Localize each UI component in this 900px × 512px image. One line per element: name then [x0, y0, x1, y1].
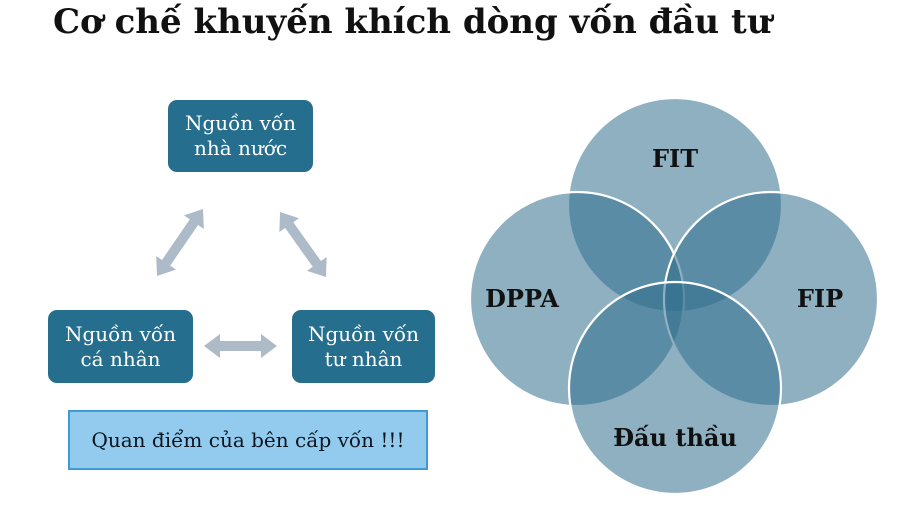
venn-label-fip: FIP: [797, 284, 843, 313]
box-state-capital-line1: Nguồn vốn: [184, 111, 297, 135]
venn-label-fit: FIT: [652, 144, 698, 173]
double-arrow-icon: [204, 334, 277, 358]
venn-circle-dau-thau: [567, 280, 783, 496]
box-private-capital: Nguồn vốn tư nhân: [292, 310, 435, 383]
double-arrow-icon: [279, 212, 327, 277]
box-private-capital-line1: Nguồn vốn: [307, 321, 420, 346]
callout-text: Quan điểm của bên cấp vốn !!!: [91, 428, 405, 452]
venn-label-dppa: DPPA: [485, 284, 559, 313]
box-personal-capital: Nguồn vốn cá nhân: [48, 310, 193, 383]
page-title: Cơ chế khuyến khích dòng vốn đầu tư: [53, 2, 772, 42]
venn-diagram: FIT DPPA FIP Đấu thầu: [468, 96, 880, 496]
box-personal-capital-line2: cá nhân: [80, 346, 161, 371]
callout-funder-viewpoint: Quan điểm của bên cấp vốn !!!: [68, 410, 428, 470]
double-arrow-icon: [156, 209, 204, 276]
box-personal-capital-line1: Nguồn vốn: [64, 321, 177, 346]
box-state-capital: Nguồn vốn nhà nước: [168, 100, 313, 172]
venn-label-dau-thau: Đấu thầu: [613, 423, 737, 452]
box-state-capital-line2: nhà nước: [193, 136, 288, 160]
box-private-capital-line2: tư nhân: [324, 346, 403, 371]
